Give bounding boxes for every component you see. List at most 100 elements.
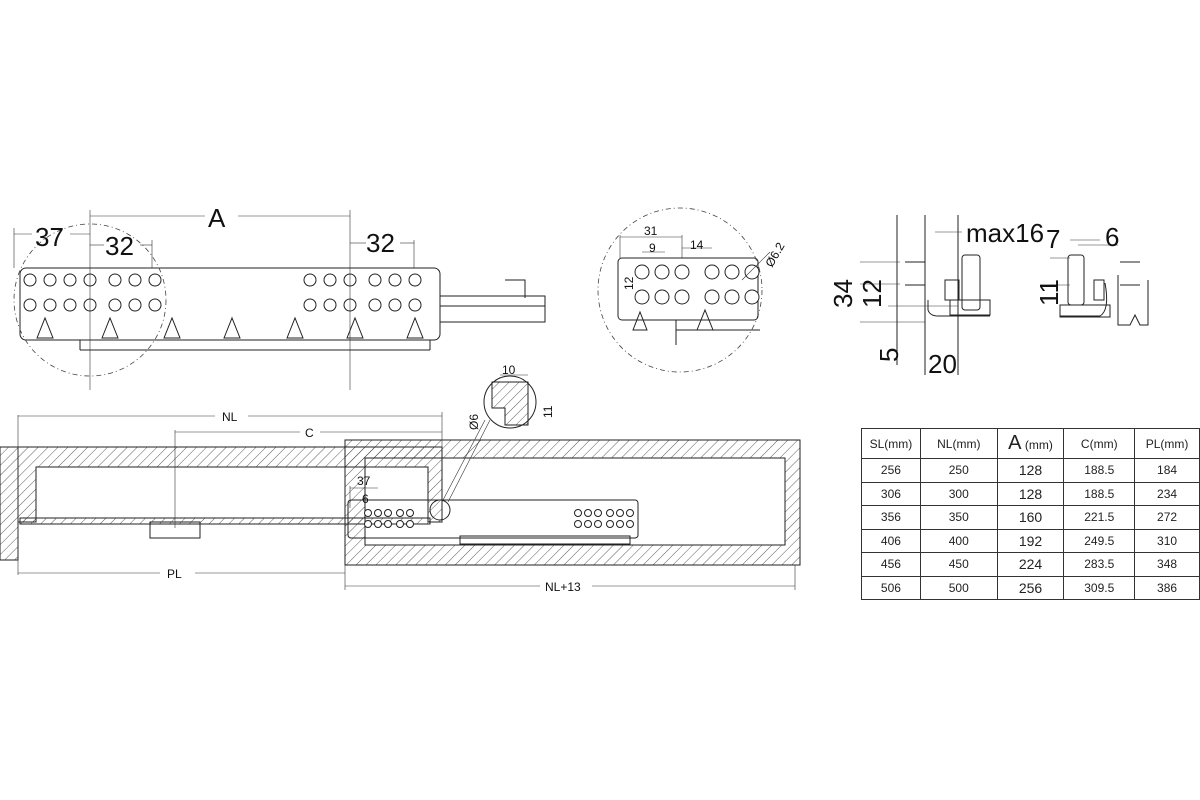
table-cell: 400 xyxy=(919,528,998,553)
mounting-hole xyxy=(43,273,57,287)
mounting-hole xyxy=(303,298,317,312)
tooth-icon xyxy=(286,316,304,339)
dim-5: 5 xyxy=(874,348,904,362)
table-cell: 188.5 xyxy=(1063,481,1136,506)
mounting-hole xyxy=(674,264,690,280)
dim-6: 6 xyxy=(362,492,369,506)
mounting-hole xyxy=(148,298,162,312)
mounting-hole xyxy=(374,520,382,528)
mounting-hole xyxy=(368,273,382,287)
tooth-icon xyxy=(101,316,119,339)
mounting-hole xyxy=(364,520,372,528)
mounting-hole xyxy=(23,298,37,312)
header-pl: PL(mm) xyxy=(1134,428,1200,459)
mounting-hole xyxy=(388,298,402,312)
table-cell: 188.5 xyxy=(1063,458,1136,483)
mounting-hole xyxy=(108,273,122,287)
table-cell: 224 xyxy=(996,552,1065,577)
hole-detail-circle: 31 9 14 Ø6.2 12 xyxy=(597,207,788,373)
table-cell: 350 xyxy=(919,505,998,530)
dim-6: 6 xyxy=(1105,222,1119,252)
mounting-hole xyxy=(724,289,740,305)
mounting-hole xyxy=(108,298,122,312)
tooth-icon xyxy=(406,316,424,339)
mounting-hole xyxy=(396,509,404,517)
table-cell: 506 xyxy=(861,575,921,600)
mounting-hole xyxy=(626,509,634,517)
dim-c: C xyxy=(305,426,314,440)
mounting-hole xyxy=(408,298,422,312)
table-cell: 309.5 xyxy=(1063,575,1136,600)
table-cell: 500 xyxy=(919,575,998,600)
mounting-hole xyxy=(574,509,582,517)
mounting-hole xyxy=(594,520,602,528)
dim-14: 14 xyxy=(690,238,704,252)
dim-pl: PL xyxy=(167,567,182,581)
mounting-hole xyxy=(744,264,760,280)
table-cell: 386 xyxy=(1134,575,1200,600)
table-cell: 184 xyxy=(1134,458,1200,483)
mounting-hole xyxy=(63,298,77,312)
mounting-hole xyxy=(374,509,382,517)
table-cell: 192 xyxy=(996,528,1065,553)
mounting-hole xyxy=(384,520,392,528)
tooth-icon xyxy=(346,316,364,339)
header-sl: SL(mm) xyxy=(861,428,921,459)
mounting-hole xyxy=(704,264,720,280)
tooth-icon xyxy=(163,316,181,339)
mounting-hole xyxy=(744,289,760,305)
table-cell: 128 xyxy=(996,481,1065,506)
mounting-hole xyxy=(128,273,142,287)
mounting-hole xyxy=(584,509,592,517)
dim-11: 11 xyxy=(1034,279,1064,306)
mounting-hole xyxy=(594,509,602,517)
mounting-hole xyxy=(406,520,414,528)
header-nl: NL(mm) xyxy=(919,428,998,459)
dim-d6: Ø6 xyxy=(467,414,481,430)
dim-31: 31 xyxy=(644,224,658,238)
table-cell: 283.5 xyxy=(1063,552,1136,577)
dim-12: 12 xyxy=(857,279,887,308)
table-cell: 234 xyxy=(1134,481,1200,506)
mounting-hole xyxy=(584,520,592,528)
mounting-hole xyxy=(634,264,650,280)
mounting-hole xyxy=(406,509,414,517)
table-cell: 160 xyxy=(996,505,1065,530)
mounting-hole xyxy=(384,509,392,517)
dim-20: 20 xyxy=(928,349,957,379)
mounting-hole xyxy=(654,289,670,305)
dim-max16: max16 xyxy=(966,218,1044,248)
dim-37: 37 xyxy=(35,222,64,252)
mounting-hole xyxy=(408,273,422,287)
mounting-hole xyxy=(724,264,740,280)
table-cell: 221.5 xyxy=(1063,505,1136,530)
tooth-icon xyxy=(223,316,241,339)
slide-side-view: 37 32 A 32 xyxy=(13,203,546,390)
dim-32-right: 32 xyxy=(366,228,395,258)
tooth-icon xyxy=(36,316,54,339)
mounting-hole xyxy=(634,289,650,305)
mounting-hole xyxy=(323,273,337,287)
table-cell: 406 xyxy=(861,528,921,553)
mounting-hole xyxy=(704,289,720,305)
mounting-hole xyxy=(43,298,57,312)
dim-7: 7 xyxy=(1046,224,1060,254)
mounting-hole xyxy=(606,509,614,517)
mounting-hole xyxy=(23,273,37,287)
mounting-hole xyxy=(606,520,614,528)
mounting-hole xyxy=(368,298,382,312)
table-cell: 256 xyxy=(861,458,921,483)
table-cell: 450 xyxy=(919,552,998,577)
table-cell: 348 xyxy=(1134,552,1200,577)
mounting-hole xyxy=(674,289,690,305)
dim-nl: NL xyxy=(222,410,238,424)
mounting-hole xyxy=(128,298,142,312)
table-header-row: SL(mm) NL(mm) A (mm) C(mm) PL(mm) xyxy=(861,428,1200,459)
cross-section-view: max16 34 12 5 20 7 6 11 xyxy=(828,215,1149,379)
header-a-unit: (mm) xyxy=(1024,438,1053,452)
